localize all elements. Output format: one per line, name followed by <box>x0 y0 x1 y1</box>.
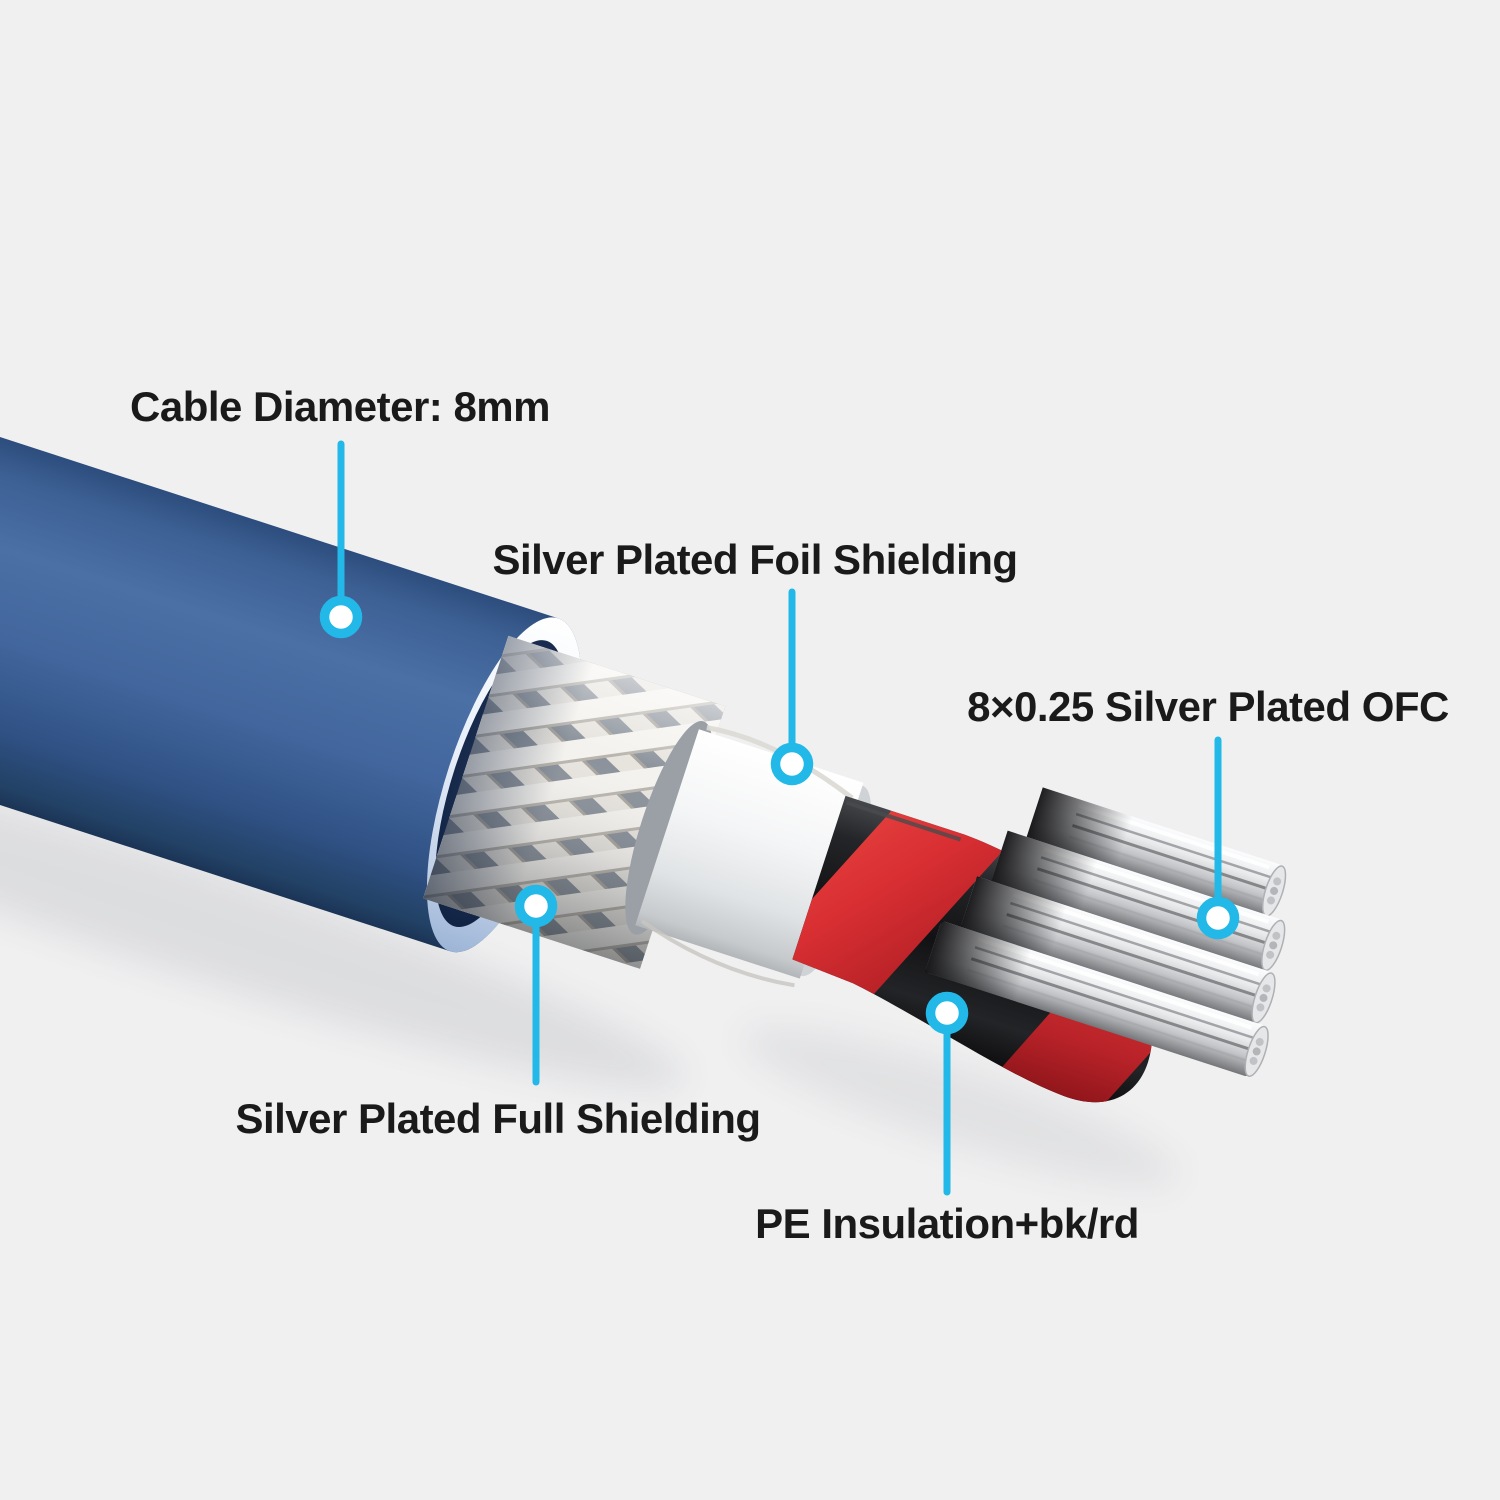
label-cable-diameter: Cable Diameter: 8mm <box>130 383 551 430</box>
callout-dot-ofc-conductors <box>1196 896 1240 940</box>
callout-dot-full-shielding <box>514 884 558 928</box>
callout-dot-foil-shielding <box>770 742 814 786</box>
callout-dot-pe-insulation <box>925 991 969 1035</box>
label-ofc-conductors: 8×0.25 Silver Plated OFC <box>967 683 1449 730</box>
conductor <box>960 876 1276 1024</box>
drop-shadow-tip <box>741 1026 1180 1187</box>
cable-jacket <box>0 418 582 953</box>
label-pe-insulation: PE Insulation+bk/rd <box>755 1200 1139 1247</box>
callout-dot-cable-diameter <box>319 595 363 639</box>
label-foil-shielding: Silver Plated Foil Shielding <box>492 536 1018 583</box>
label-full-shielding: Silver Plated Full Shielding <box>235 1095 761 1142</box>
conductor <box>924 920 1269 1078</box>
drop-shadow <box>0 750 686 1089</box>
